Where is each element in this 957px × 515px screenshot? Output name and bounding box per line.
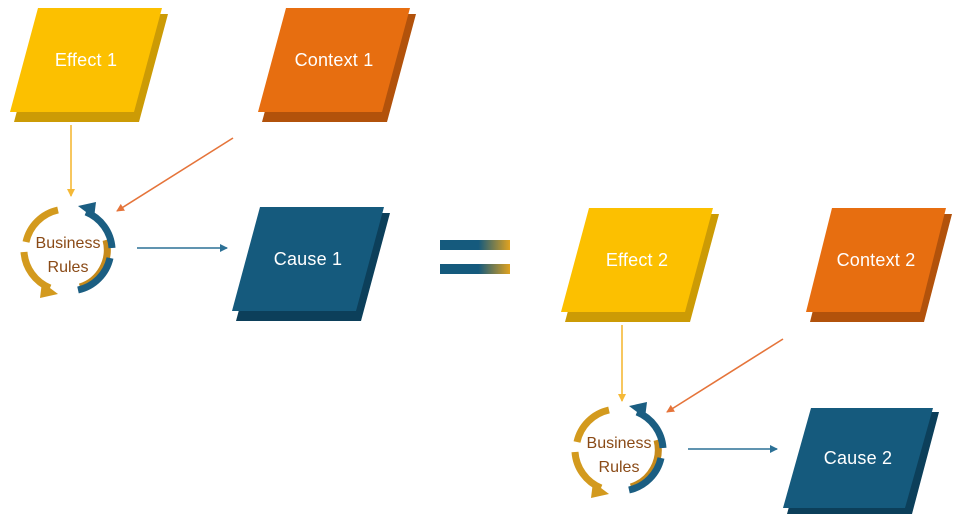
business-rules-line1: Business [35, 235, 101, 252]
parallelogram-icon [783, 408, 939, 514]
cause-1-shape: Cause 1 [232, 207, 390, 321]
parallelogram-icon [561, 208, 719, 322]
effect-2-label: Effect 2 [605, 249, 669, 270]
cause-2-label: Cause 2 [823, 447, 893, 468]
equals-sign [440, 240, 510, 274]
effect-1-label: Effect 1 [54, 49, 118, 70]
cause-2-shape: Cause 2 [783, 408, 939, 514]
business-rules-cycle-icon-1 [20, 202, 116, 298]
effect-1-shape: Effect 1 [10, 8, 168, 122]
context-1-label: Context 1 [294, 49, 374, 70]
business-rules-line1: Business [586, 435, 652, 452]
parallelogram-icon [10, 8, 168, 122]
context-2-shape: Context 2 [806, 208, 952, 322]
parallelogram-icon [806, 208, 952, 322]
business-rules-cycle-icon-2 [571, 402, 667, 498]
arrow-context1-to-rules [116, 137, 234, 212]
business-rules-label-2: Business Rules [569, 432, 669, 480]
context-1-shape: Context 1 [258, 8, 416, 122]
business-rules-line2: Rules [598, 459, 640, 476]
parallelogram-icon [258, 8, 416, 122]
parallelogram-icon [232, 207, 390, 321]
cause-1-label: Cause 1 [273, 248, 343, 269]
context-2-label: Context 2 [836, 249, 916, 270]
arrow-context2-to-rules [666, 338, 784, 413]
business-rules-line2: Rules [47, 259, 89, 276]
effect-2-shape: Effect 2 [561, 208, 719, 322]
business-rules-label-1: Business Rules [18, 232, 118, 280]
